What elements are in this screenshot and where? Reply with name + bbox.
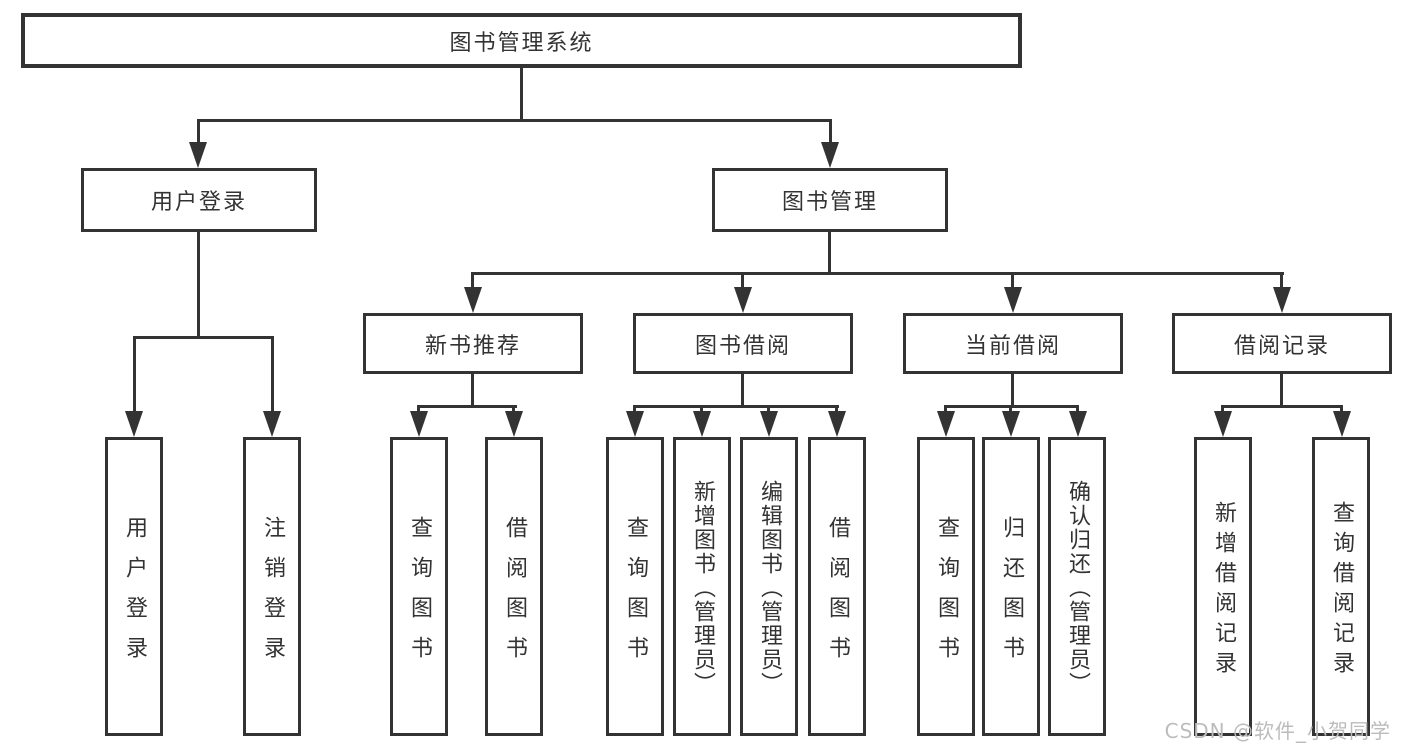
leaf-query-books-recommend: 查询图书 [390, 437, 448, 736]
node-borrowing-records: 借阅记录 [1172, 313, 1392, 374]
leaf-label: 新增图书（管理员） [690, 479, 715, 696]
leaf-confirm-return-admin: 确认归还（管理员） [1048, 437, 1106, 736]
connector-line [471, 272, 1284, 275]
connector-line [944, 405, 947, 413]
arrowhead [410, 411, 428, 437]
leaf-borrow-books-recommend: 借阅图书 [485, 437, 543, 736]
arrowhead [505, 411, 523, 437]
leaf-label: 借阅图书 [502, 515, 527, 676]
leaf-label: 新增借阅记录 [1211, 500, 1236, 681]
node-library-management-system: 图书管理系统 [21, 13, 1022, 68]
leaf-return-books: 归还图书 [982, 437, 1040, 736]
arrowhead [760, 411, 778, 437]
arrowhead [626, 411, 644, 437]
arrowhead [1273, 287, 1291, 313]
leaf-label: 注销登录 [260, 515, 285, 676]
leaf-edit-books-admin: 编辑图书（管理员） [740, 437, 798, 736]
csdn-watermark: CSDN @软件_小贺同学 [1164, 719, 1391, 743]
connector-line [741, 272, 744, 289]
leaf-label: 查询借阅记录 [1329, 500, 1354, 681]
connector-line [700, 405, 703, 413]
connector-line [829, 119, 832, 145]
node-book-management: 图书管理 [712, 168, 948, 232]
connector-line [1221, 405, 1343, 408]
node-book-borrowing: 图书借阅 [633, 313, 853, 374]
arrowhead [693, 411, 711, 437]
connector-line [520, 68, 523, 119]
connector-line [828, 232, 831, 272]
connector-line [471, 272, 474, 289]
leaf-query-books-borrowing: 查询图书 [606, 437, 664, 736]
arrowhead [1004, 287, 1022, 313]
connector-line [741, 374, 744, 405]
node-label: 用户登录 [150, 190, 247, 215]
node-label: 图书管理 [781, 190, 878, 215]
leaf-label: 查询图书 [407, 515, 432, 676]
leaf-add-books-admin: 新增图书（管理员） [673, 437, 731, 736]
connector-line [633, 405, 636, 413]
connector-line [471, 374, 474, 405]
arrowhead [189, 142, 207, 168]
node-label: 图书借阅 [694, 333, 791, 359]
leaf-label: 查询图书 [934, 515, 959, 676]
connector-line [1076, 405, 1079, 413]
arrowhead [821, 142, 839, 168]
leaf-label: 查询图书 [623, 515, 648, 676]
arrowhead [937, 411, 955, 437]
connector-line [1011, 272, 1014, 289]
leaf-logout: 注销登录 [243, 437, 301, 736]
node-label: 图书管理系统 [449, 30, 594, 56]
leaf-borrow-books: 借阅图书 [808, 437, 866, 736]
connector-line [197, 119, 200, 145]
arrowhead [125, 411, 143, 437]
leaf-label: 用户登录 [122, 515, 147, 676]
leaf-add-borrow-record: 新增借阅记录 [1194, 437, 1252, 736]
connector-line [271, 336, 274, 412]
connector-line [767, 405, 770, 413]
leaf-query-borrow-record: 查询借阅记录 [1312, 437, 1370, 736]
connector-line [197, 232, 200, 336]
node-label: 新书推荐 [424, 333, 521, 359]
leaf-label: 归还图书 [999, 515, 1024, 676]
connector-line [1280, 374, 1283, 405]
leaf-label: 编辑图书（管理员） [757, 479, 782, 696]
arrowhead [263, 411, 281, 437]
connector-line [417, 405, 517, 408]
arrowhead [1069, 411, 1087, 437]
connector-line [633, 405, 839, 408]
node-label: 借阅记录 [1233, 333, 1330, 359]
leaf-label: 借阅图书 [825, 515, 850, 676]
node-current-borrowing: 当前借阅 [903, 313, 1123, 374]
node-new-book-recommendation: 新书推荐 [363, 313, 583, 374]
node-user-login: 用户登录 [81, 168, 317, 232]
arrowhead [1002, 411, 1020, 437]
connector-line [1009, 405, 1012, 413]
connector-line [1011, 374, 1014, 405]
connector-line [133, 336, 136, 412]
connector-line [1340, 405, 1343, 413]
arrowhead [464, 287, 482, 313]
leaf-query-books-current: 查询图书 [917, 437, 975, 736]
connector-line [512, 405, 515, 413]
leaf-label: 确认归还（管理员） [1065, 479, 1090, 696]
node-label: 当前借阅 [964, 333, 1061, 359]
connector-line [197, 119, 832, 122]
arrowhead [734, 287, 752, 313]
connector-line [1221, 405, 1224, 413]
leaf-user-login: 用户登录 [105, 437, 163, 736]
connector-line [417, 405, 420, 413]
arrowhead [1333, 411, 1351, 437]
connector-line [133, 336, 274, 339]
arrowhead [828, 411, 846, 437]
connector-line [1280, 272, 1283, 289]
arrowhead [1214, 411, 1232, 437]
connector-line [835, 405, 838, 413]
